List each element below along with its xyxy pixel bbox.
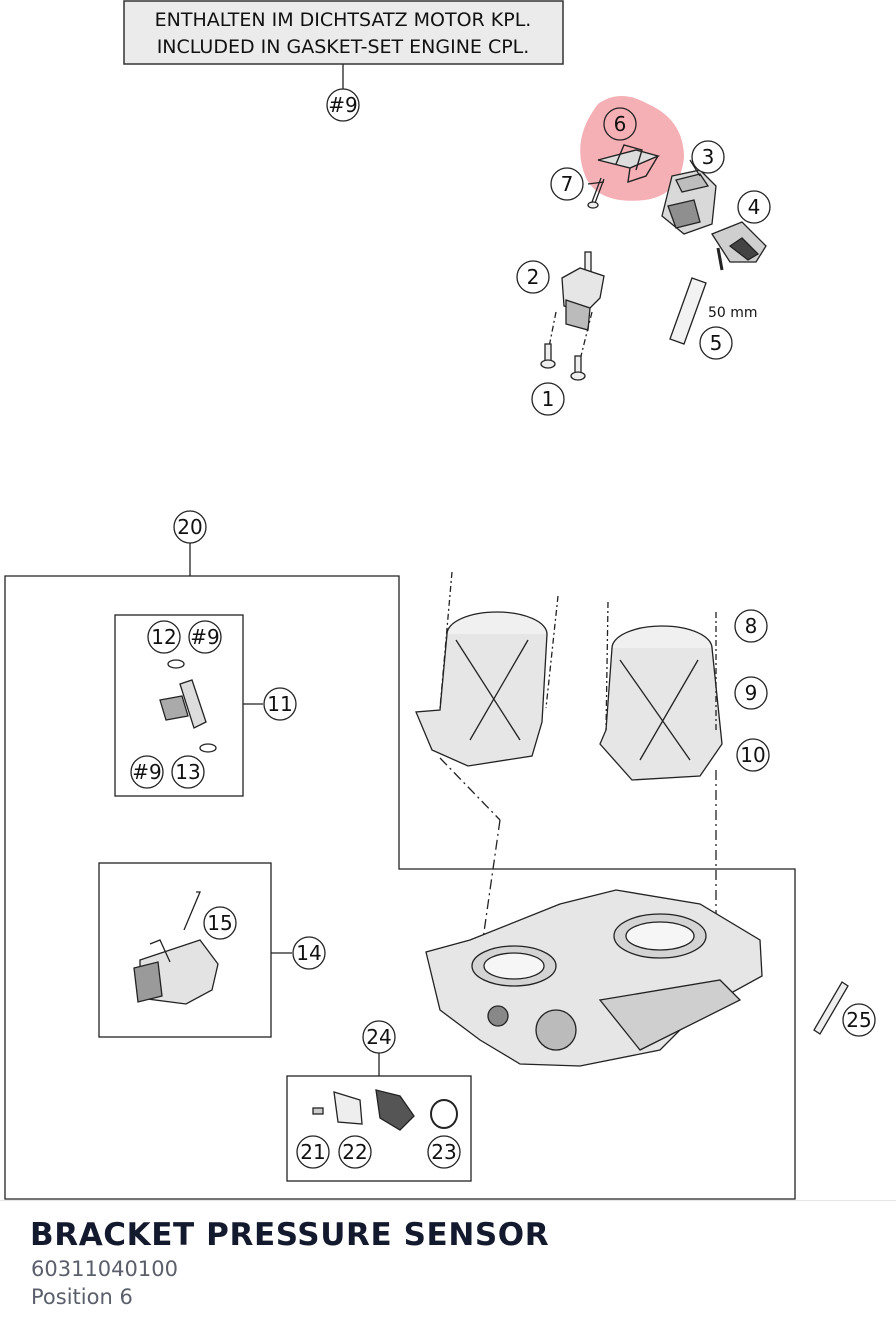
callout-23[interactable]: 23 (427, 1135, 461, 1169)
svg-text:4: 4 (748, 195, 761, 219)
svg-text:23: 23 (431, 1140, 456, 1164)
callout-1[interactable]: 1 (531, 382, 565, 416)
svg-text:25: 25 (846, 1008, 871, 1032)
part-2-actuator-drawing[interactable] (547, 251, 605, 361)
callout-25[interactable]: 25 (842, 1003, 876, 1037)
throttle-body-drawing[interactable] (425, 889, 763, 1067)
callout-8[interactable]: 8 (734, 609, 768, 643)
svg-text:#9: #9 (328, 93, 357, 117)
part-4-sensor-drawing[interactable] (711, 221, 767, 271)
callout-ref-9-injector-top[interactable]: #9 (188, 620, 222, 654)
group-11-injector-box (114, 614, 263, 797)
callout-22[interactable]: 22 (338, 1135, 372, 1169)
svg-text:10: 10 (740, 743, 765, 767)
svg-text:1: 1 (542, 387, 555, 411)
callout-12[interactable]: 12 (147, 620, 181, 654)
part-5-hose-drawing[interactable] (669, 277, 707, 345)
part-title: BRACKET PRESSURE SENSOR (30, 1217, 550, 1253)
svg-text:#9: #9 (132, 760, 161, 784)
callout-7[interactable]: 7 (550, 167, 584, 201)
svg-text:3: 3 (702, 145, 715, 169)
svg-text:5: 5 (710, 331, 723, 355)
note-line-german: ENTHALTEN IM DICHTSATZ MOTOR KPL. (155, 9, 532, 31)
callout-leaders (587, 159, 701, 185)
svg-text:21: 21 (300, 1140, 325, 1164)
part-7-screw-drawing[interactable] (587, 177, 605, 209)
group-20-outline (4, 543, 796, 1200)
group-24-box (286, 1053, 472, 1182)
callout-15[interactable]: 15 (203, 906, 237, 940)
callout-5[interactable]: 5 (699, 326, 733, 360)
hose-length-label: 50 mm (708, 305, 758, 321)
throttle-sensor-drawing[interactable] (312, 1089, 458, 1131)
callout-13[interactable]: 13 (171, 755, 205, 789)
svg-text:11: 11 (267, 692, 292, 716)
group-14-box (98, 862, 292, 1038)
callout-14[interactable]: 14 (292, 936, 326, 970)
callout-2[interactable]: 2 (516, 260, 550, 294)
svg-text:7: 7 (561, 172, 574, 196)
svg-text:13: 13 (175, 760, 200, 784)
callout-3[interactable]: 3 (691, 140, 725, 174)
svg-text:22: 22 (342, 1140, 367, 1164)
part-info-panel: BRACKET PRESSURE SENSOR 60311040100 Posi… (0, 1200, 896, 1336)
note-line-english: INCLUDED IN GASKET-SET ENGINE CPL. (157, 36, 530, 58)
gasket-set-note: ENTHALTEN IM DICHTSATZ MOTOR KPL. INCLUD… (123, 0, 564, 89)
svg-text:14: 14 (296, 941, 321, 965)
svg-text:9: 9 (745, 681, 758, 705)
selected-part-highlight (580, 96, 684, 201)
intake-manifold-right-drawing[interactable] (599, 601, 723, 936)
part-position: Position 6 (31, 1285, 133, 1309)
svg-text:15: 15 (207, 911, 232, 935)
injector-drawing[interactable] (159, 659, 217, 753)
svg-text:#9: #9 (190, 625, 219, 649)
exploded-parts-diagram: ENTHALTEN IM DICHTSATZ MOTOR KPL. INCLUD… (4, 0, 876, 1200)
intake-manifold-left-drawing[interactable] (415, 571, 559, 961)
callout-11[interactable]: 11 (263, 687, 297, 721)
callout-10[interactable]: 10 (736, 738, 770, 772)
callout-9[interactable]: 9 (734, 676, 768, 710)
callout-6[interactable]: 6 (603, 107, 637, 141)
callout-20[interactable]: 20 (173, 510, 207, 544)
svg-text:24: 24 (366, 1025, 391, 1049)
svg-text:2: 2 (527, 265, 540, 289)
callout-4[interactable]: 4 (737, 190, 771, 224)
part-3-pressure-sensor-drawing[interactable] (661, 169, 717, 235)
part-number: 60311040100 (31, 1257, 178, 1281)
callout-24[interactable]: 24 (362, 1020, 396, 1054)
callout-ref-9-top[interactable]: #9 (326, 88, 360, 122)
fuel-rail-drawing[interactable] (133, 891, 219, 1005)
callout-21[interactable]: 21 (296, 1135, 330, 1169)
part-6-bracket-drawing[interactable] (597, 144, 661, 184)
callout-ref-9-injector-bottom[interactable]: #9 (130, 755, 164, 789)
svg-text:20: 20 (177, 515, 202, 539)
part-1-screws-drawing[interactable] (540, 343, 586, 381)
svg-text:12: 12 (151, 625, 176, 649)
svg-text:8: 8 (745, 614, 758, 638)
callouts: #9 6 3 7 4 2 5 1 20 8 12 #9 9 11 10 #9 1… (130, 88, 876, 1169)
part-25-pin-drawing[interactable] (813, 981, 849, 1035)
svg-text:6: 6 (614, 112, 627, 136)
